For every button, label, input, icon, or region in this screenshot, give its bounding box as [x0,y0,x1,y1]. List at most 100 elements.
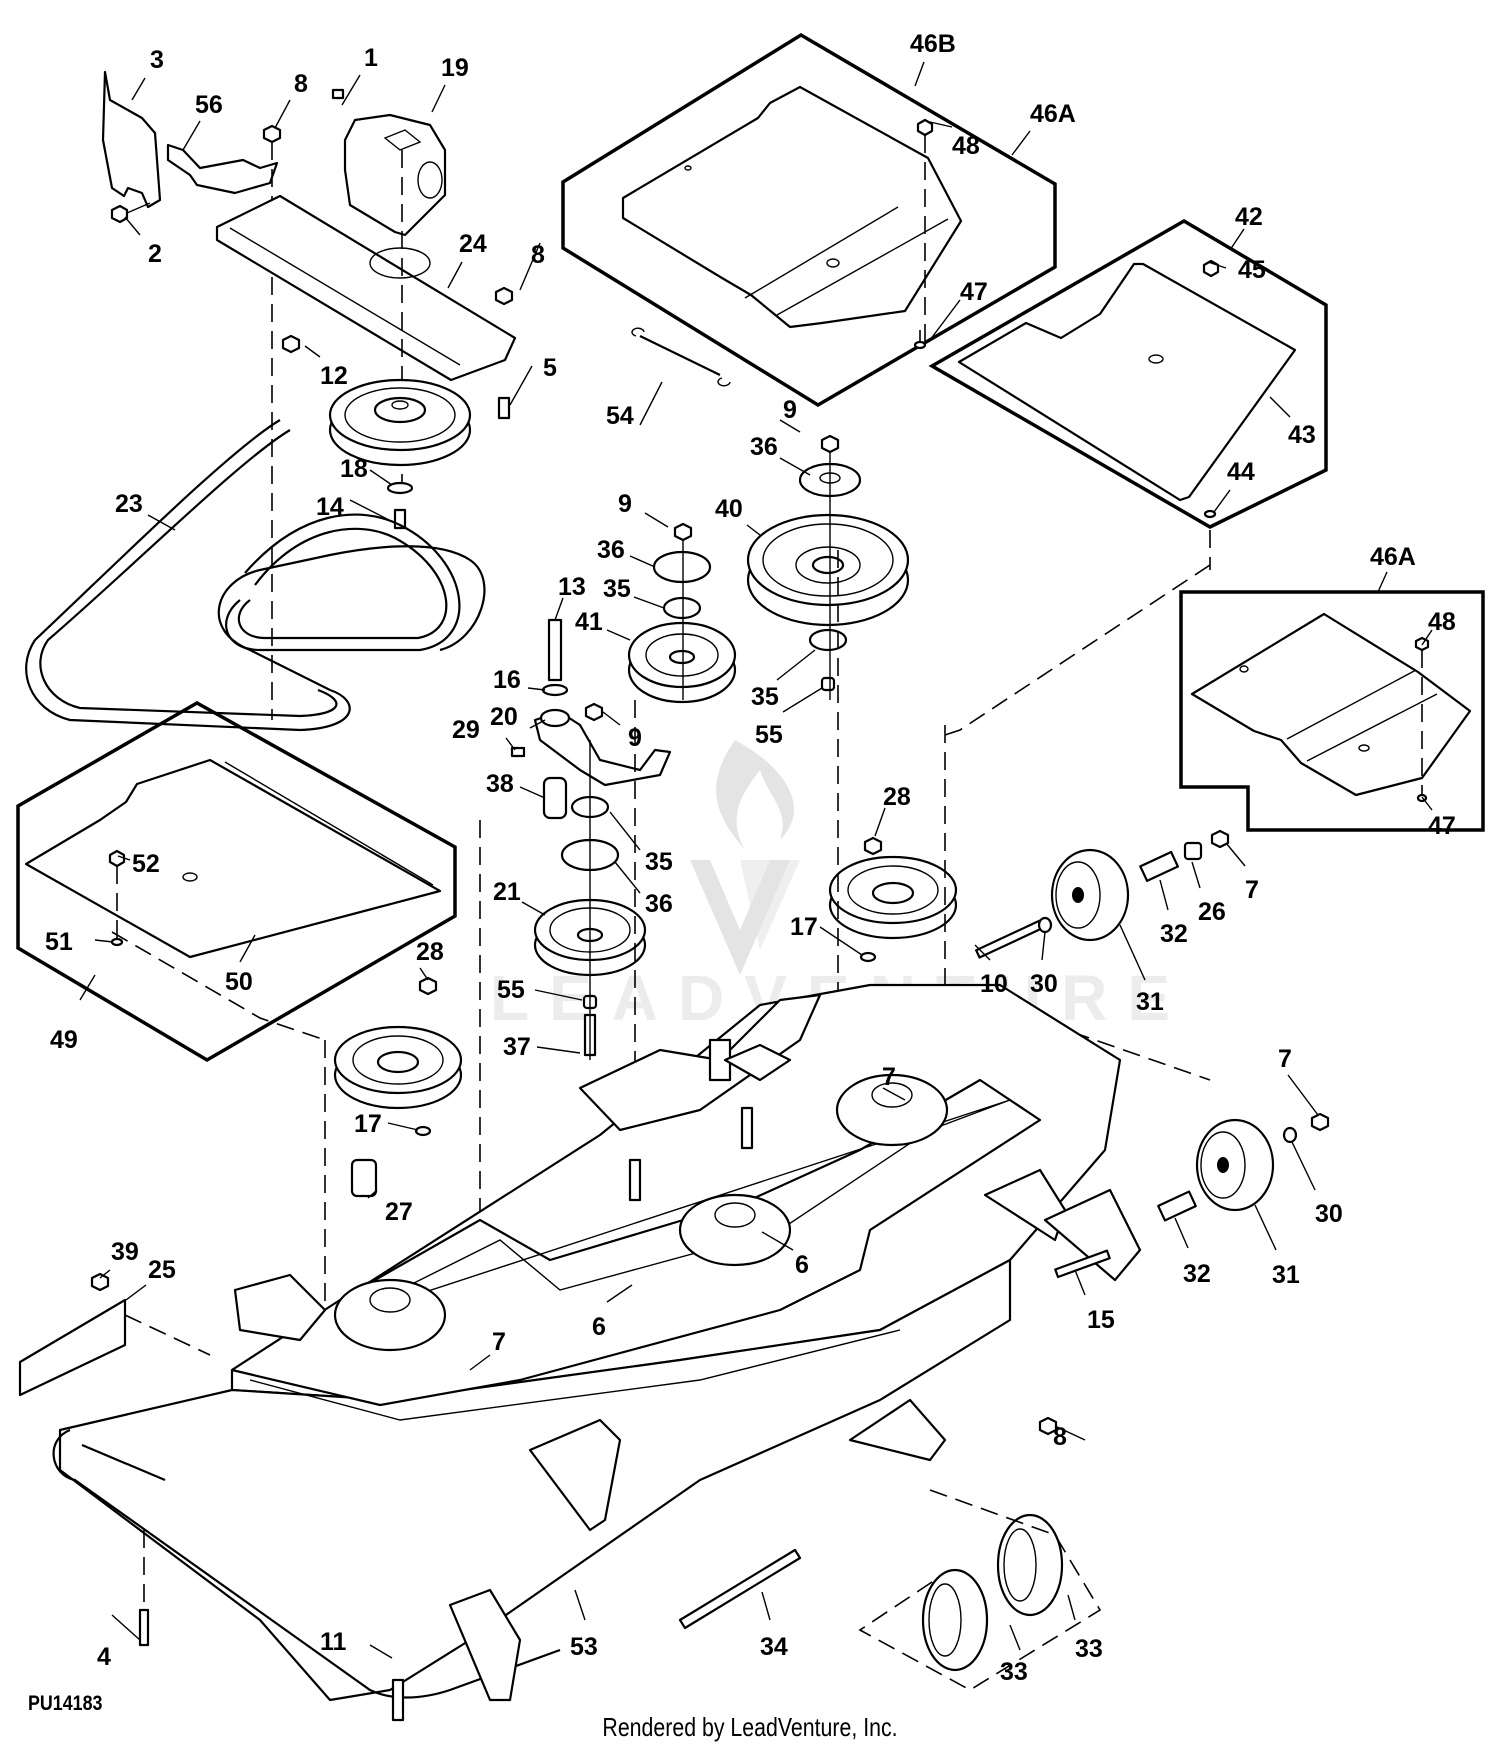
part-38-bushing [542,776,568,820]
part-44-washer [1203,509,1217,519]
callout-2: 2 [148,240,162,268]
callout-35-right: 35 [751,683,779,711]
part-11-bolt [391,1678,405,1722]
part-31-wheel-upper [1050,848,1130,942]
callout-26: 26 [1198,898,1226,926]
part-30-washer-upper [1037,916,1053,934]
part-bracket-center [723,1043,792,1082]
part-7-nut-lower [1310,1112,1330,1132]
part-18-washer [386,481,414,495]
part-10-bolt [975,919,1045,959]
callout-1: 1 [364,44,378,72]
watermark-logo [690,740,800,975]
callout-leaders [79,61,1433,1659]
part-4-bolt [138,1530,150,1647]
callout-50: 50 [225,968,253,996]
roller-guide-lines [858,1489,1102,1691]
part-46B-kit-box [561,32,1057,408]
callout-4: 4 [97,1643,111,1671]
callout-35-mid: 35 [603,575,631,603]
callout-8-top: 8 [294,70,308,98]
part-29-fitting [510,746,526,758]
part-3-shield-plate [101,70,162,209]
part-17-washer-right [859,951,877,963]
part-35-bearing-right [808,628,848,652]
part-5-bolt [497,396,511,420]
callout-5: 5 [543,354,557,382]
part-20-idler-arm [533,708,672,787]
callout-55-right: 55 [755,721,783,749]
callout-13: 13 [558,573,586,601]
callout-19: 19 [441,54,469,82]
part-pulley-spindle-left [333,1025,463,1110]
part-9-nut-right [820,434,840,454]
callout-12: 12 [320,362,348,390]
part-47-washer-46b [913,340,927,350]
callout-51: 51 [45,928,73,956]
callout-16: 16 [493,666,521,694]
callout-35-lower: 35 [645,848,673,876]
callout-33-right: 33 [1075,1635,1103,1663]
callout-48-top: 48 [952,132,980,160]
callout-39: 39 [111,1238,139,1266]
part-54-spring [631,327,731,387]
callout-36-mid: 36 [597,536,625,564]
callout-31-upper: 31 [1136,988,1164,1016]
callout-7-deck-left: 7 [492,1328,506,1356]
callout-55-lower: 55 [497,976,525,1004]
callout-24: 24 [459,230,487,258]
part-27-bumper [350,1158,378,1198]
part-26-bushing [1183,841,1203,861]
part-19-gearbox [331,88,447,237]
part-8-nut-lower [1038,1416,1058,1436]
callout-40: 40 [715,495,743,523]
callout-45: 45 [1238,256,1266,284]
callout-8-right: 8 [531,241,545,269]
callout-47-top: 47 [960,278,988,306]
part-52-bolt [108,849,126,945]
part-24-mount-channel [215,194,517,382]
part-17-washer-left [414,1125,432,1137]
part-16-washer [541,683,569,697]
part-51-washer [110,937,124,947]
callout-8-lower: 8 [1053,1423,1067,1451]
part-pulley-spindle-right [828,855,958,940]
callout-31-lower: 31 [1272,1261,1300,1289]
callout-21: 21 [493,878,521,906]
callout-42: 42 [1235,203,1263,231]
part-23-belt [25,419,486,732]
callout-6-right: 6 [795,1251,809,1279]
part-35-bearing-mid [662,596,702,620]
part-41-pulley [627,621,737,704]
part-14-bolt [393,508,407,530]
callout-54: 54 [606,402,634,430]
callout-20: 20 [490,703,518,731]
part-9-nut-arm [584,702,604,722]
part-40-pulley-large [746,513,910,627]
callout-43: 43 [1288,421,1316,449]
callout-41: 41 [575,608,603,636]
part-39-screw [90,1272,110,1292]
part-46A-kit-box [1179,590,1485,832]
callout-7-deck-right: 7 [882,1063,896,1091]
callout-37: 37 [503,1033,531,1061]
callout-28-left: 28 [416,938,444,966]
part-31-wheel-lower [1195,1118,1275,1212]
part-8-nut-right [494,286,514,306]
part-33-roller-right [996,1513,1064,1617]
callout-32-upper: 32 [1160,920,1188,948]
callout-30-upper: 30 [1030,970,1058,998]
callout-10: 10 [980,970,1008,998]
diagram-reference-code: PU14183 [28,1692,103,1715]
callout-53: 53 [570,1633,598,1661]
callout-52: 52 [132,850,160,878]
callout-29: 29 [452,716,480,744]
callout-46B: 46B [910,30,956,58]
callout-labels: 3 56 8 1 19 2 24 8 12 5 23 18 14 54 46B … [45,30,1456,1686]
callout-7-upper: 7 [1245,876,1259,904]
part-28-nut-left [418,976,438,996]
callout-9-arm: 9 [628,724,642,752]
part-15-bolt [1054,1249,1111,1279]
callout-6-left: 6 [592,1313,606,1341]
